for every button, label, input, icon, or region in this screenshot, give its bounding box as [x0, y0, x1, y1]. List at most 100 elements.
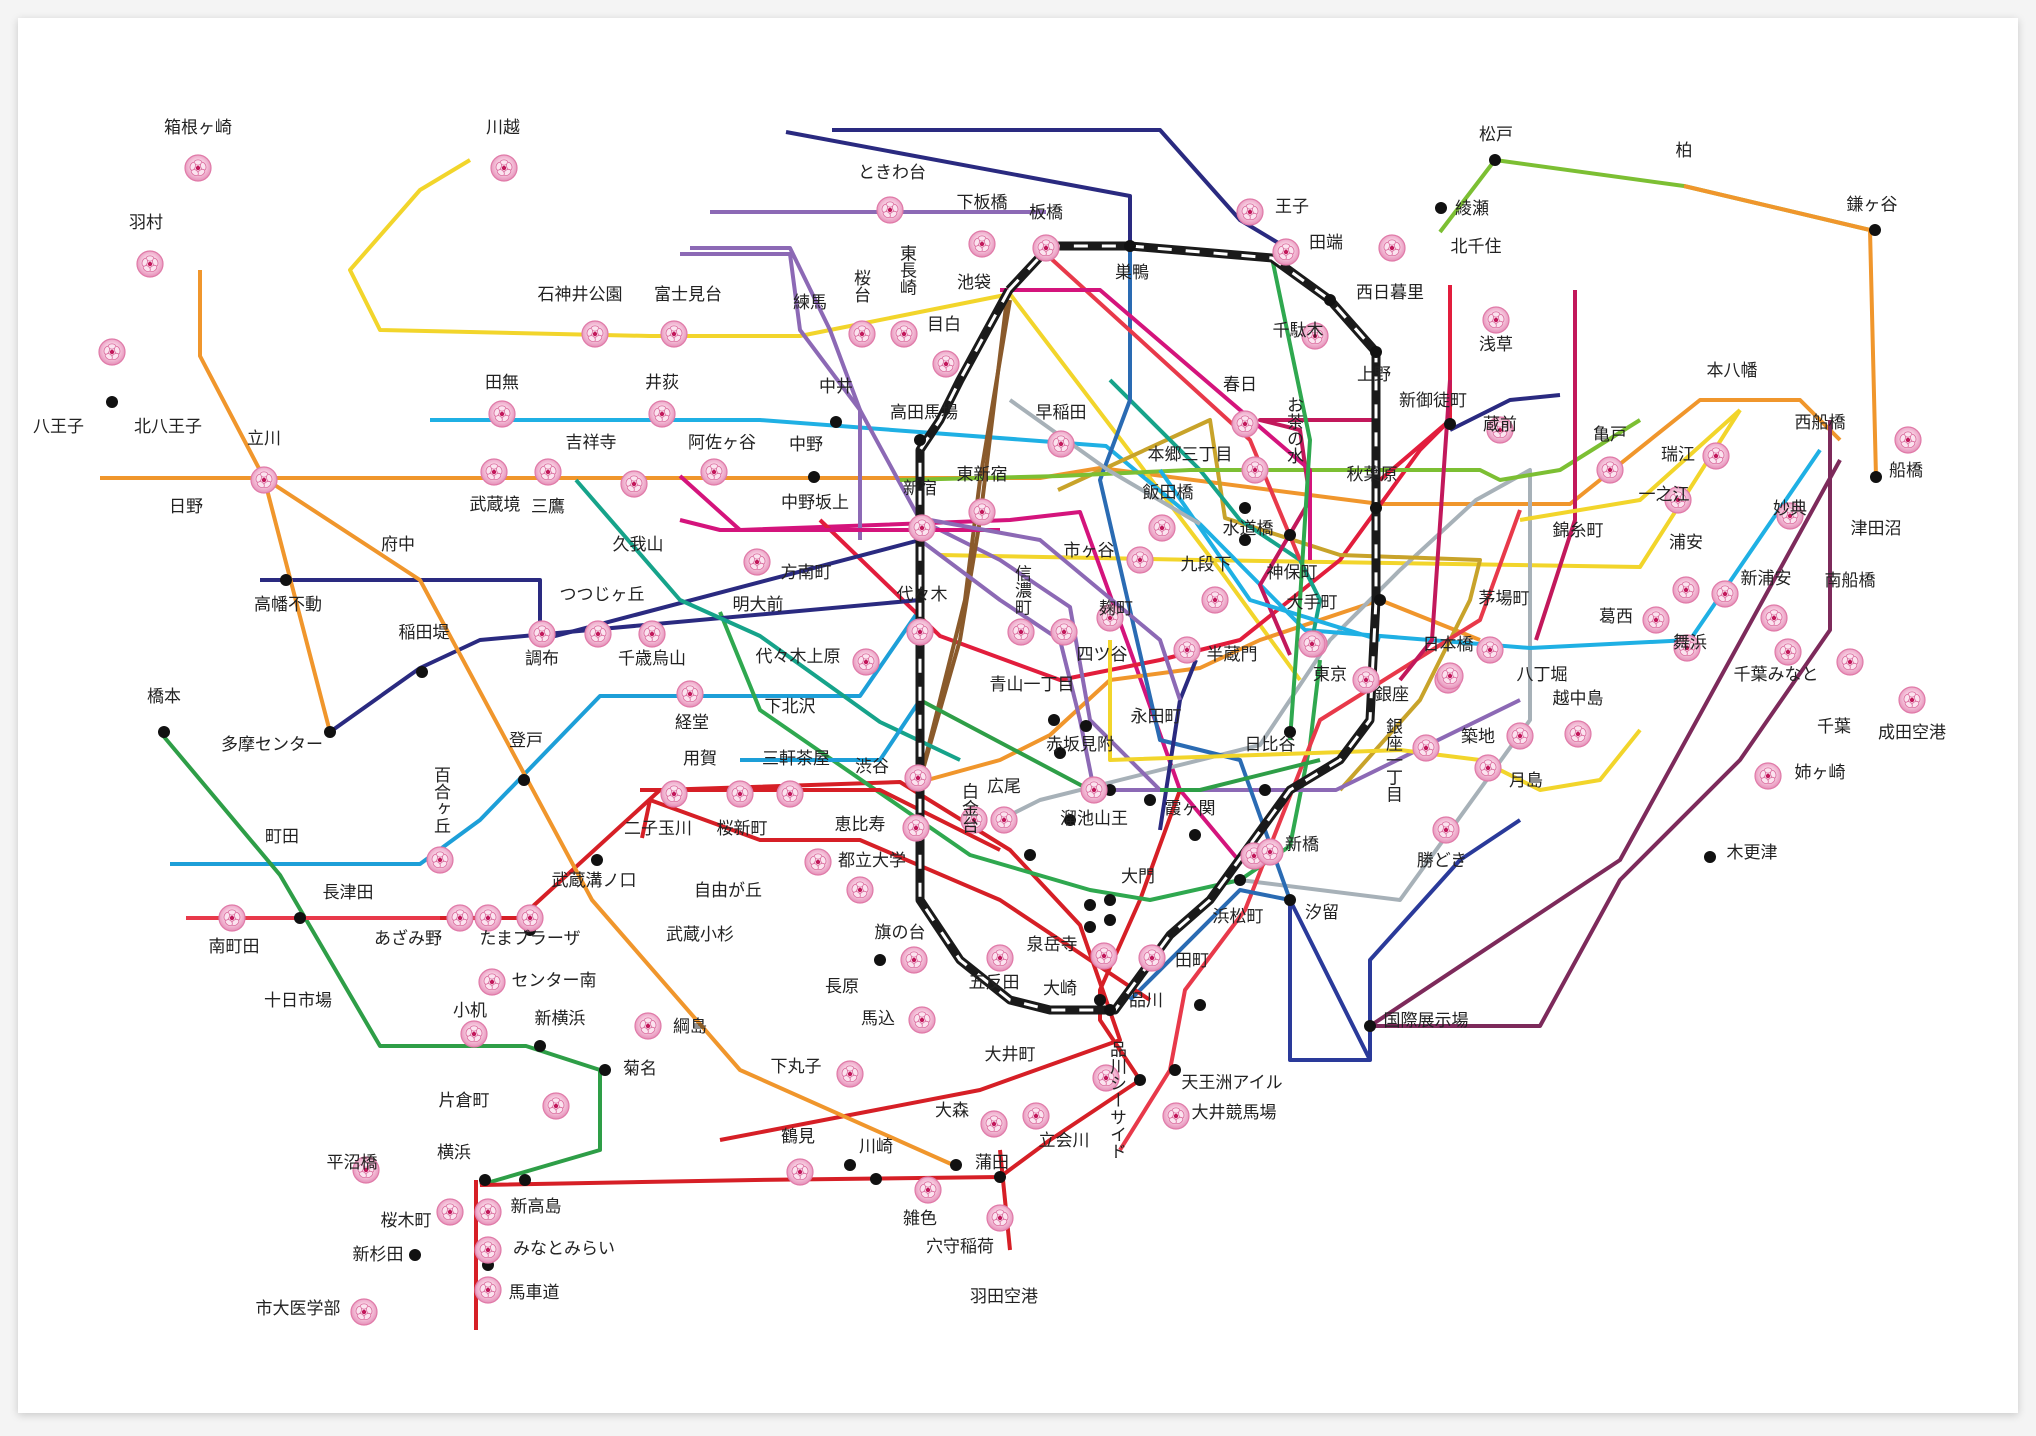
station-label[interactable]: 赤坂見附 [1046, 735, 1114, 755]
station-label[interactable]: 東京 [1313, 665, 1347, 685]
station-label[interactable]: 東新宿 [957, 465, 1008, 485]
station-dot[interactable] [1080, 720, 1092, 732]
sakura-station-icon[interactable] [534, 458, 562, 486]
line-yurakucho[interactable] [1057, 418, 1482, 792]
station-label[interactable]: 中井 [819, 377, 853, 397]
station-label[interactable]: 長原 [825, 977, 859, 997]
sakura-station-icon[interactable] [908, 1006, 936, 1034]
sakura-station-icon[interactable] [1898, 686, 1926, 714]
station-dot[interactable] [1024, 849, 1036, 861]
station-label[interactable]: 五反田 [969, 973, 1020, 993]
station-dot[interactable] [519, 1174, 531, 1186]
sakura-station-icon[interactable] [1241, 456, 1269, 484]
station-dot[interactable] [416, 666, 428, 678]
station-dot[interactable] [1489, 154, 1501, 166]
sakura-station-icon[interactable] [1760, 604, 1788, 632]
line-segment[interactable] [1044, 252, 1302, 561]
line-namboku[interactable] [1108, 378, 1322, 651]
station-dot[interactable] [914, 434, 926, 446]
station-dot[interactable] [1239, 534, 1251, 546]
station-label[interactable]: 蒲田 [975, 1153, 1009, 1173]
sakura-station-icon[interactable] [1776, 502, 1804, 530]
line-segment[interactable] [574, 478, 961, 762]
sakura-station-icon[interactable] [426, 846, 454, 874]
sakura-station-icon[interactable] [846, 876, 874, 904]
station-label[interactable]: 浅草 [1479, 335, 1513, 355]
station-label[interactable]: 立川 [247, 429, 281, 449]
station-dot[interactable] [1444, 418, 1456, 430]
sakura-station-icon[interactable] [1231, 410, 1259, 438]
sakura-station-icon[interactable] [990, 806, 1018, 834]
sakura-station-icon[interactable] [638, 620, 666, 648]
station-label[interactable]: 王子 [1275, 197, 1309, 217]
sakura-station-icon[interactable] [1672, 576, 1700, 604]
station-label[interactable]: 板橋 [1029, 203, 1063, 223]
sakura-station-icon[interactable] [908, 514, 936, 542]
station-dot[interactable] [1435, 202, 1447, 214]
sakura-station-icon[interactable] [900, 946, 928, 974]
station-dot[interactable] [106, 396, 118, 408]
sakura-station-icon[interactable] [1564, 720, 1592, 748]
station-label[interactable]: 町田 [265, 827, 299, 847]
sakura-station-icon[interactable] [1092, 1064, 1120, 1092]
station-label[interactable]: 鶴見 [781, 1127, 815, 1147]
station-label[interactable]: 恵比寿 [835, 815, 886, 835]
station-dot[interactable] [1234, 874, 1246, 886]
sakura-station-icon[interactable] [852, 648, 880, 676]
sakura-station-icon[interactable] [1162, 1102, 1190, 1130]
station-dot[interactable] [870, 1173, 882, 1185]
line-hanzomon[interactable] [690, 246, 1521, 792]
station-label[interactable]: 新横浜 [535, 1009, 586, 1029]
station-label[interactable]: 明大前 [733, 595, 784, 615]
station-dot[interactable] [1869, 224, 1881, 236]
station-label[interactable]: 代々木 [897, 585, 948, 605]
sakura-station-icon[interactable] [960, 806, 988, 834]
line-segment[interactable] [640, 798, 1152, 1002]
station-label[interactable]: 飯田橋 [1143, 483, 1194, 503]
station-label[interactable]: 広尾 [987, 777, 1021, 797]
station-label[interactable]: たまプラーザ [479, 929, 580, 949]
sakura-station-icon[interactable] [1482, 306, 1510, 334]
line-tozai[interactable] [430, 418, 1822, 650]
station-label[interactable]: 綱島 [673, 1017, 707, 1037]
line-segment[interactable] [832, 128, 1292, 252]
station-label[interactable]: 大井町 [985, 1045, 1036, 1065]
line-jr-chuo[interactable] [100, 398, 1842, 506]
station-label[interactable]: 百合ヶ丘 [430, 766, 451, 834]
station-dot[interactable] [1374, 594, 1386, 606]
station-label[interactable]: 一之江 [1639, 485, 1690, 505]
station-label[interactable]: 方南町 [781, 563, 832, 583]
sakura-station-icon[interactable] [352, 1156, 380, 1184]
station-label[interactable]: 平沼橋 [327, 1153, 378, 1173]
station-label[interactable]: 橋本 [147, 687, 181, 707]
sakura-station-icon[interactable] [474, 904, 502, 932]
station-label[interactable]: 葛西 [1599, 607, 1633, 627]
station-label[interactable]: 横浜 [437, 1143, 471, 1163]
sakura-station-icon[interactable] [1474, 754, 1502, 782]
line-tsukuba[interactable] [1449, 393, 1561, 432]
sakura-station-icon[interactable] [968, 498, 996, 526]
sakura-station-icon[interactable] [474, 1236, 502, 1264]
sakura-station-icon[interactable] [478, 968, 506, 996]
station-label[interactable]: 雑色 [903, 1209, 937, 1229]
station-label[interactable]: みなとみらい [513, 1239, 615, 1259]
sakura-station-icon[interactable] [620, 470, 648, 498]
station-label[interactable]: 汐留 [1305, 903, 1339, 923]
line-segment[interactable] [1158, 468, 1381, 642]
station-label[interactable]: 秋葉原 [1347, 465, 1398, 485]
station-label[interactable]: 浜松町 [1213, 907, 1264, 927]
line-segment[interactable] [1270, 257, 1312, 741]
sakura-station-icon[interactable] [1138, 944, 1166, 972]
sakura-station-icon[interactable] [786, 1158, 814, 1186]
station-label[interactable]: 箱根ヶ崎 [164, 118, 232, 138]
sakura-station-icon[interactable] [1664, 486, 1692, 514]
station-label[interactable]: 神保町 [1267, 563, 1318, 583]
station-dot[interactable] [1134, 1074, 1146, 1086]
sakura-station-icon[interactable] [1506, 722, 1534, 750]
station-dot[interactable] [1054, 747, 1066, 759]
station-dot[interactable] [591, 854, 603, 866]
sakura-station-icon[interactable] [906, 618, 934, 646]
sakura-station-icon[interactable] [1436, 662, 1464, 690]
sakura-station-icon[interactable] [660, 780, 688, 808]
station-label[interactable]: 船橋 [1889, 461, 1923, 481]
